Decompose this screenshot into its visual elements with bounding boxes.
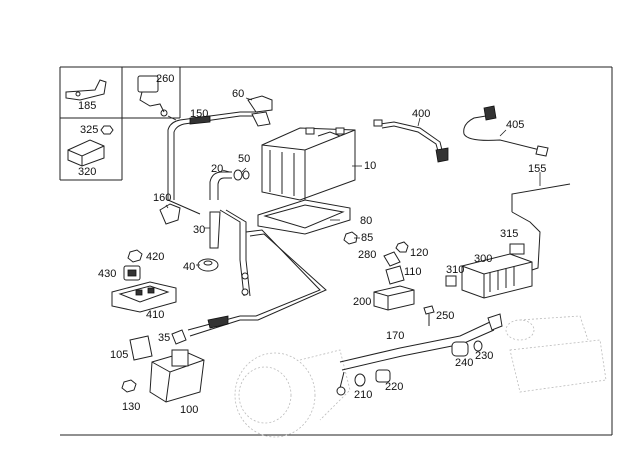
- callout-420[interactable]: 420: [146, 251, 164, 263]
- callout-200[interactable]: 200: [353, 296, 371, 308]
- callout-80[interactable]: 80: [360, 215, 372, 227]
- bracket-280[interactable]: [383, 251, 401, 267]
- bolt-120[interactable]: [395, 241, 409, 253]
- callout-85[interactable]: 85: [361, 232, 373, 244]
- callout-30[interactable]: 30: [193, 224, 205, 236]
- wire-155[interactable]: [511, 183, 571, 271]
- callout-260[interactable]: 260: [156, 73, 174, 85]
- grommet-240[interactable]: [451, 341, 469, 357]
- nut-325[interactable]: [100, 125, 114, 135]
- vent-elbow-20[interactable]: [209, 171, 232, 200]
- bracket-105[interactable]: [129, 335, 153, 361]
- fuse-holder-100[interactable]: [149, 349, 205, 403]
- callout-210[interactable]: 210: [354, 389, 372, 401]
- callout-325[interactable]: 325: [80, 124, 98, 136]
- callout-310[interactable]: 310: [446, 264, 464, 276]
- terminal-clamp-60[interactable]: [247, 95, 273, 127]
- callout-430[interactable]: 430: [98, 268, 116, 280]
- ground-cable[interactable]: [187, 209, 327, 337]
- diagram-frame: [59, 66, 613, 436]
- callout-315[interactable]: 315: [500, 228, 518, 240]
- cable-400[interactable]: [373, 119, 449, 163]
- nut-85[interactable]: [343, 231, 358, 245]
- relay-260[interactable]: [137, 75, 168, 117]
- callout-170[interactable]: 170: [386, 330, 404, 342]
- cable-170[interactable]: [336, 313, 503, 396]
- cable-405[interactable]: [463, 105, 549, 157]
- nut-130[interactable]: [121, 379, 137, 393]
- callout-405[interactable]: 405: [506, 119, 524, 131]
- nut-230[interactable]: [473, 340, 483, 352]
- callout-230[interactable]: 230: [475, 350, 493, 362]
- leader-lines: [165, 97, 541, 266]
- sleeve-220[interactable]: [375, 369, 391, 383]
- fuse-310[interactable]: [445, 275, 457, 287]
- callout-280[interactable]: 280: [358, 249, 376, 261]
- callout-50[interactable]: 50: [238, 153, 250, 165]
- clip-35[interactable]: [171, 329, 187, 345]
- callout-185[interactable]: 185: [78, 100, 96, 112]
- callout-20[interactable]: 20: [211, 163, 223, 175]
- battery-10[interactable]: [261, 127, 356, 201]
- callouts: 10 20 30 35 40 50 60 80 85 100 105 110 1…: [78, 73, 546, 416]
- callout-130[interactable]: 130: [122, 401, 140, 413]
- relay-430[interactable]: [123, 265, 141, 281]
- vent-hose-30[interactable]: [209, 211, 221, 249]
- block-320[interactable]: [67, 139, 105, 167]
- screw-250[interactable]: [423, 305, 435, 326]
- battery-tray-80[interactable]: [257, 199, 351, 235]
- callout-320[interactable]: 320: [78, 166, 96, 178]
- callout-240[interactable]: 240: [455, 357, 473, 369]
- callout-110[interactable]: 110: [404, 266, 422, 278]
- callout-220[interactable]: 220: [385, 381, 403, 393]
- callout-35[interactable]: 35: [158, 332, 170, 344]
- callout-10[interactable]: 10: [364, 160, 376, 172]
- fuse-box-410[interactable]: [111, 281, 177, 313]
- callout-155[interactable]: 155: [528, 163, 546, 175]
- cable-150[interactable]: [167, 111, 258, 215]
- alternator-outline: [234, 349, 351, 438]
- callout-410[interactable]: 410: [146, 309, 164, 321]
- nut-420[interactable]: [127, 249, 143, 263]
- callout-40[interactable]: 40: [183, 261, 195, 273]
- callout-160[interactable]: 160: [153, 192, 171, 204]
- sleeve-210[interactable]: [354, 373, 366, 387]
- starter-outline: [505, 315, 607, 393]
- vent-plug-50[interactable]: [233, 169, 250, 181]
- grommet-40[interactable]: [197, 258, 219, 272]
- callout-250[interactable]: 250: [436, 310, 454, 322]
- callout-105[interactable]: 105: [110, 349, 128, 361]
- clip-110[interactable]: [385, 265, 405, 285]
- callout-150[interactable]: 150: [190, 108, 208, 120]
- callout-120[interactable]: 120: [410, 247, 428, 259]
- holder-160[interactable]: [159, 203, 181, 225]
- callout-100[interactable]: 100: [180, 404, 198, 416]
- callout-60[interactable]: 60: [232, 88, 244, 100]
- callout-400[interactable]: 400: [412, 108, 430, 120]
- module-200[interactable]: [373, 285, 415, 311]
- callout-300[interactable]: 300: [474, 253, 492, 265]
- fuse-315[interactable]: [509, 243, 525, 255]
- bracket-185[interactable]: [65, 79, 107, 101]
- fuse-block-300[interactable]: [461, 253, 533, 299]
